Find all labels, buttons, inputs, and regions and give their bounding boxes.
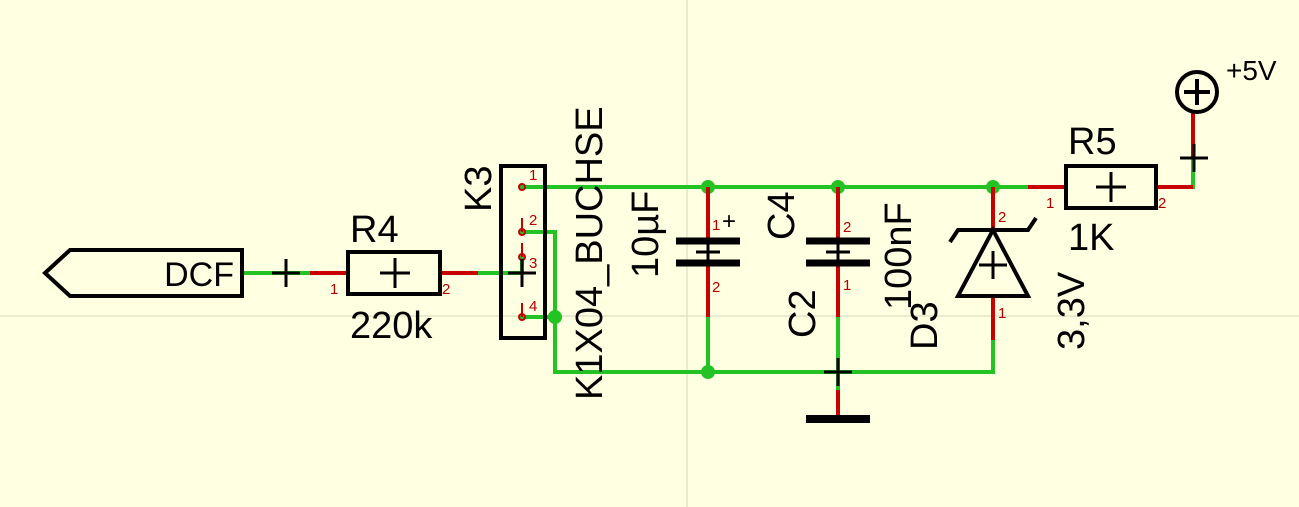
supply-name: +5V: [1226, 55, 1277, 86]
junction-dot: [701, 365, 715, 379]
zener-diode-icon: [948, 216, 1038, 298]
junction-dot: [548, 310, 562, 324]
c4-polarity: +: [722, 208, 736, 235]
c4-name: C4: [761, 191, 803, 240]
connector-k3[interactable]: K3 K1X04_BUCHSE 1 2 3 4: [458, 106, 611, 400]
k3-pin3-number: 3: [529, 255, 537, 272]
capacitor-icon: [676, 237, 740, 267]
d3-value: 3,3V: [1051, 271, 1093, 350]
pins: [310, 112, 1195, 418]
r5-pin1-number: 1: [1046, 195, 1054, 212]
k3-pin1-number: 1: [529, 167, 537, 184]
resistor-r4[interactable]: R4 220k 1 2: [330, 209, 450, 347]
c4-pin1-number: 1: [712, 217, 720, 234]
r4-pin2-number: 2: [442, 281, 450, 298]
c4-pin2-number: 2: [712, 279, 720, 296]
capacitor-c4[interactable]: + C4 10µF 1 2: [625, 191, 803, 296]
r4-pin1-number: 1: [330, 281, 338, 298]
c2-pin1-number: 1: [843, 277, 851, 294]
pentagon-port-icon: [42, 248, 244, 298]
r4-name: R4: [350, 209, 399, 251]
r4-value: 220k: [350, 305, 433, 347]
connector-4pin-icon: [499, 164, 547, 340]
resistor-icon: [346, 250, 442, 296]
circle-plus-icon: [1175, 70, 1219, 114]
c2-name: C2: [782, 289, 824, 338]
ground[interactable]: [806, 358, 870, 423]
r5-name: R5: [1068, 121, 1117, 163]
resistor-r5[interactable]: R5 1K 1 2: [1046, 121, 1166, 259]
d3-pin1-number: 1: [998, 305, 1006, 322]
capacitor-icon: [806, 237, 870, 267]
origin-cross: [272, 259, 300, 287]
k3-pin4-number: 4: [529, 298, 537, 315]
port-name: DCF: [164, 256, 234, 294]
k3-pin2-number: 2: [529, 212, 537, 229]
r5-value: 1K: [1068, 217, 1114, 259]
c4-value: 10µF: [625, 191, 667, 278]
c2-pin2-number: 2: [843, 219, 851, 236]
junctions: [548, 180, 1000, 379]
resistor-icon: [1064, 164, 1158, 210]
k3-value: K1X04_BUCHSE: [569, 106, 611, 400]
d3-pin2-number: 2: [998, 209, 1006, 226]
capacitor-c2[interactable]: C2 100nF 1 2: [782, 202, 920, 338]
c2-value: 100nF: [878, 202, 920, 310]
d3-name: D3: [904, 301, 946, 350]
dcf-port[interactable]: DCF: [42, 248, 244, 298]
supply-5v[interactable]: +5V: [1175, 55, 1277, 172]
k3-name: K3: [458, 166, 500, 212]
zener-diode-d3[interactable]: D3 3,3V 1 2: [904, 209, 1093, 350]
r5-pin2-number: 2: [1158, 195, 1166, 212]
